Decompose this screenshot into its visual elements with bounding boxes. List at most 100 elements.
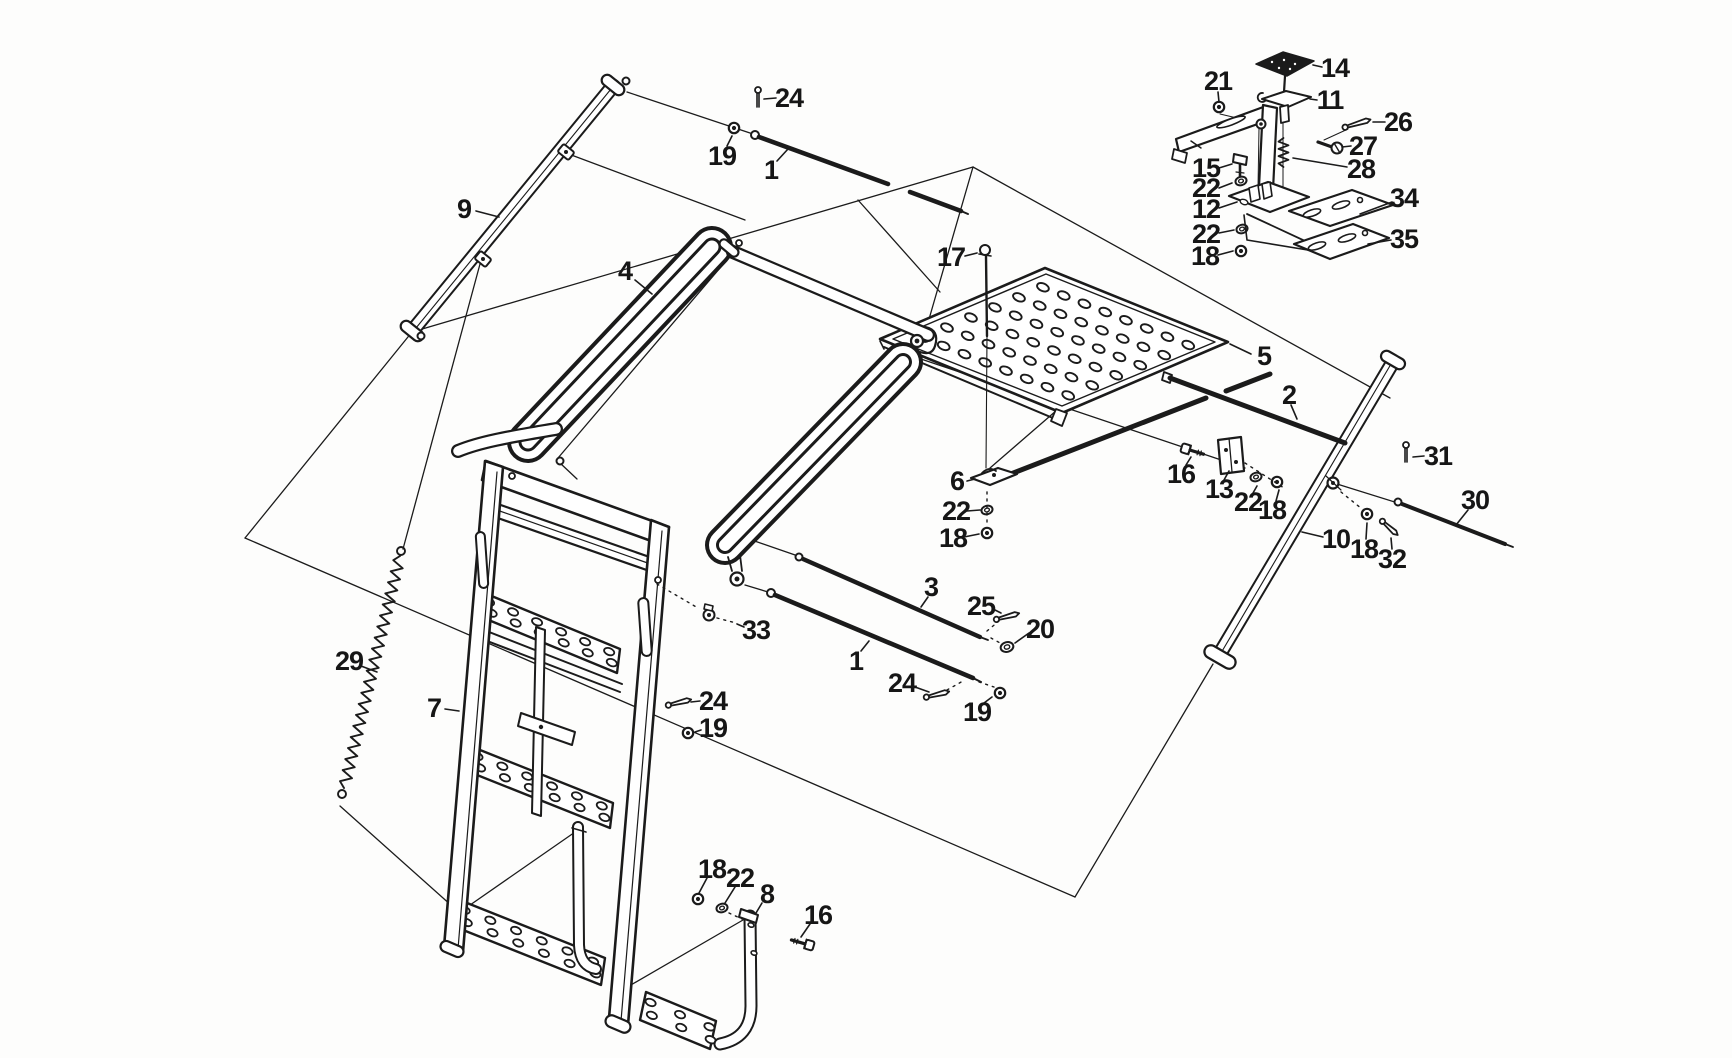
callout-leader-18-23 — [963, 533, 980, 538]
callout-leader-24-1 — [763, 97, 777, 100]
part-label-3-33: 3 — [924, 572, 939, 602]
part-label-24-1: 24 — [775, 83, 804, 113]
part-label-16-24: 16 — [1167, 459, 1196, 489]
callout-leader-22-45 — [724, 886, 736, 904]
callout-leader-4-4 — [634, 279, 653, 295]
part-label-22-26: 22 — [1234, 487, 1262, 517]
part-label-2-20: 2 — [1282, 380, 1296, 410]
part-label-11-7: 11 — [1317, 85, 1345, 115]
part-label-18-23: 18 — [939, 523, 968, 553]
part-label-18-44: 18 — [698, 854, 727, 884]
part-label-26-9: 26 — [1384, 107, 1413, 137]
part-label-7-41: 7 — [427, 693, 441, 723]
callout-leader-14-6 — [1312, 64, 1323, 68]
part-label-10-28: 10 — [1322, 524, 1350, 554]
part-label-19-43: 19 — [699, 713, 728, 743]
callout-leader-9-0 — [475, 210, 500, 218]
part-label-18-29: 18 — [1350, 534, 1379, 564]
part-label-17-5: 17 — [937, 242, 965, 272]
callout-leader-29-40 — [360, 665, 378, 673]
part-label-22-22: 22 — [942, 496, 970, 526]
callout-leader-2-20 — [1290, 404, 1298, 420]
dotted-leaders — [656, 462, 1363, 920]
callout-leader-22-26 — [1252, 485, 1258, 494]
part-3-rod — [794, 552, 989, 641]
part-label-21-8: 21 — [1204, 66, 1233, 96]
callout-leader-18-16 — [1217, 250, 1234, 256]
part-label-35-18: 35 — [1390, 224, 1419, 254]
part-label-16-47: 16 — [804, 900, 833, 930]
part-4-frame — [451, 226, 938, 587]
part-label-20-35: 20 — [1026, 614, 1054, 644]
part-label-14-6: 14 — [1321, 53, 1350, 83]
part-label-22-45: 22 — [726, 863, 754, 893]
hardware — [664, 86, 1410, 952]
part-1-rod-mid — [766, 588, 982, 683]
part-label-34-17: 34 — [1390, 183, 1419, 213]
callout-leader-8-46 — [755, 902, 763, 914]
part-8-hook — [638, 908, 759, 1051]
part-2-rod — [1000, 371, 1348, 480]
callout-leader-16-47 — [800, 923, 811, 938]
part-10-rail — [1203, 349, 1407, 670]
callout-leader-25-34 — [992, 608, 1002, 614]
callout-leader-19-43 — [694, 729, 702, 733]
part-label-28-11: 28 — [1347, 154, 1376, 184]
part-label-32-30: 32 — [1378, 544, 1406, 574]
part-label-33-39: 33 — [742, 615, 771, 645]
callout-leader-6-21 — [966, 478, 976, 482]
callout-leader-21-8 — [1217, 91, 1220, 103]
part-label-9-0: 9 — [457, 194, 472, 224]
callout-leader-1-36 — [860, 640, 870, 652]
part-1-rod-top — [750, 130, 969, 215]
callout-leader-3-33 — [920, 596, 929, 608]
callout-leader-30-32 — [1455, 509, 1469, 526]
part-label-15-12: 15 — [1192, 153, 1221, 183]
callout-leader-33-39 — [736, 623, 745, 628]
callout-leader-10-28 — [1301, 531, 1324, 538]
callout-leader-5-19 — [1229, 343, 1252, 355]
callout-leader-12-14 — [1218, 201, 1238, 209]
callout-leader-19-2 — [726, 135, 733, 147]
part-label-6-21: 6 — [950, 466, 965, 496]
part-5-platform — [878, 266, 1230, 427]
part-label-24-42: 24 — [699, 686, 728, 716]
part-7-ladder — [439, 459, 671, 1034]
part-label-22-15: 22 — [1192, 219, 1220, 249]
callout-leader-20-35 — [1014, 632, 1030, 644]
part-label-31-31: 31 — [1424, 441, 1453, 471]
callout-leader-16-24 — [1185, 456, 1192, 466]
part-label-24-37: 24 — [888, 668, 917, 698]
callout-leader-15-12 — [1218, 163, 1233, 169]
part-label-27-10: 27 — [1349, 131, 1377, 161]
callout-leader-32-30 — [1390, 537, 1393, 550]
part-label-12-14: 12 — [1192, 194, 1220, 224]
part-label-4-4: 4 — [618, 256, 633, 286]
part-label-25-34: 25 — [967, 591, 996, 621]
callout-leader-19-38 — [983, 696, 993, 704]
callout-leader-28-11 — [1292, 157, 1348, 168]
callout-leader-13-25 — [1223, 470, 1230, 481]
part-6-bracket — [969, 466, 1019, 487]
part-30-rod — [1393, 497, 1514, 548]
callout-leader-1-3 — [776, 148, 789, 162]
part-label-19-2: 19 — [708, 141, 737, 171]
callout-leader-35-18 — [1367, 239, 1392, 245]
pedal-assembly — [1171, 51, 1395, 261]
callout-leader-18-29 — [1365, 522, 1368, 540]
part-17-bolt — [978, 244, 992, 469]
callout-leader-22-22 — [966, 509, 981, 512]
part-label-1-3: 1 — [764, 155, 779, 185]
callout-leader-34-17 — [1359, 201, 1393, 215]
part-9-rail — [399, 73, 631, 343]
part-29-spring — [337, 546, 406, 799]
part-label-18-16: 18 — [1191, 241, 1220, 271]
part-13-bracket — [1216, 435, 1246, 476]
part-label-13-25: 13 — [1205, 474, 1234, 504]
part-label-22-13: 22 — [1192, 173, 1220, 203]
callout-leader-27-10 — [1341, 145, 1352, 148]
callout-leader-24-42 — [690, 700, 701, 703]
part-label-19-38: 19 — [963, 697, 992, 727]
